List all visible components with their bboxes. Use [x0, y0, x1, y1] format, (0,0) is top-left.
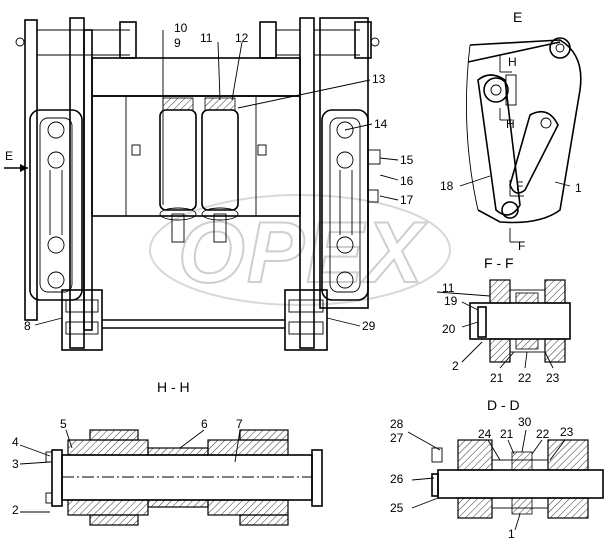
- callout-label: 12: [235, 31, 249, 45]
- section-marker-f-bottom: F: [518, 239, 525, 253]
- callout-label: 27: [390, 431, 404, 445]
- callout-label: 26: [390, 472, 404, 486]
- callout-label: 4: [12, 435, 19, 449]
- callout-label: 11: [442, 281, 455, 295]
- callout-label: 22: [518, 371, 532, 385]
- callout-label: 17: [400, 193, 414, 207]
- callout-label: 5: [60, 417, 67, 431]
- view-title-d-d: D - D: [487, 397, 520, 413]
- callout-label: 10: [174, 21, 188, 35]
- section-d-d: D - D: [407, 397, 604, 531]
- callout-label: 16: [400, 174, 414, 188]
- callout-label: 8: [24, 319, 31, 333]
- view-title-e: E: [513, 9, 522, 25]
- callout-label: 28: [390, 417, 404, 431]
- callout-label: 14: [374, 117, 388, 131]
- callout-label: 23: [546, 371, 560, 385]
- callout-label: 30: [518, 415, 532, 429]
- callout-label: 21: [490, 371, 504, 385]
- view-title-f-f: F - F: [484, 255, 514, 271]
- callout-labels: 10 9 11 12 13 14 15 16 17 18 1 8 29 11 1…: [12, 21, 582, 540]
- callout-label: 22: [536, 427, 550, 441]
- callout-label: 19: [444, 294, 458, 308]
- section-f-f: F - F: [436, 255, 571, 369]
- callout-label: 6: [201, 417, 208, 431]
- callout-label: 9: [174, 36, 181, 50]
- callout-label: 29: [362, 319, 376, 333]
- callout-label: 23: [560, 425, 574, 439]
- view-marker-e: E: [5, 149, 13, 163]
- callout-label: 1: [575, 181, 582, 195]
- callout-label: 21: [500, 427, 514, 441]
- section-marker-f-top: F: [516, 179, 523, 193]
- callout-label: 25: [390, 501, 404, 515]
- callout-label: 2: [452, 359, 459, 373]
- callout-label: 24: [478, 427, 492, 441]
- section-h-h: H - H: [19, 379, 323, 526]
- callout-label: 18: [440, 179, 454, 193]
- callout-label: 11: [200, 31, 213, 45]
- callout-label: 2: [12, 503, 19, 517]
- view-e: E H H F F: [459, 9, 582, 253]
- callout-label: 7: [236, 417, 243, 431]
- callout-label: 15: [400, 153, 414, 167]
- callout-label: 1: [508, 527, 515, 540]
- callout-label: 3: [12, 457, 19, 471]
- view-title-h-h: H - H: [157, 379, 190, 395]
- main-assembly: E: [4, 17, 399, 351]
- callout-label: 20: [442, 322, 456, 336]
- section-marker-h-top: H: [508, 55, 517, 69]
- callout-label: 13: [372, 72, 386, 86]
- section-marker-h-bottom: H: [506, 117, 515, 131]
